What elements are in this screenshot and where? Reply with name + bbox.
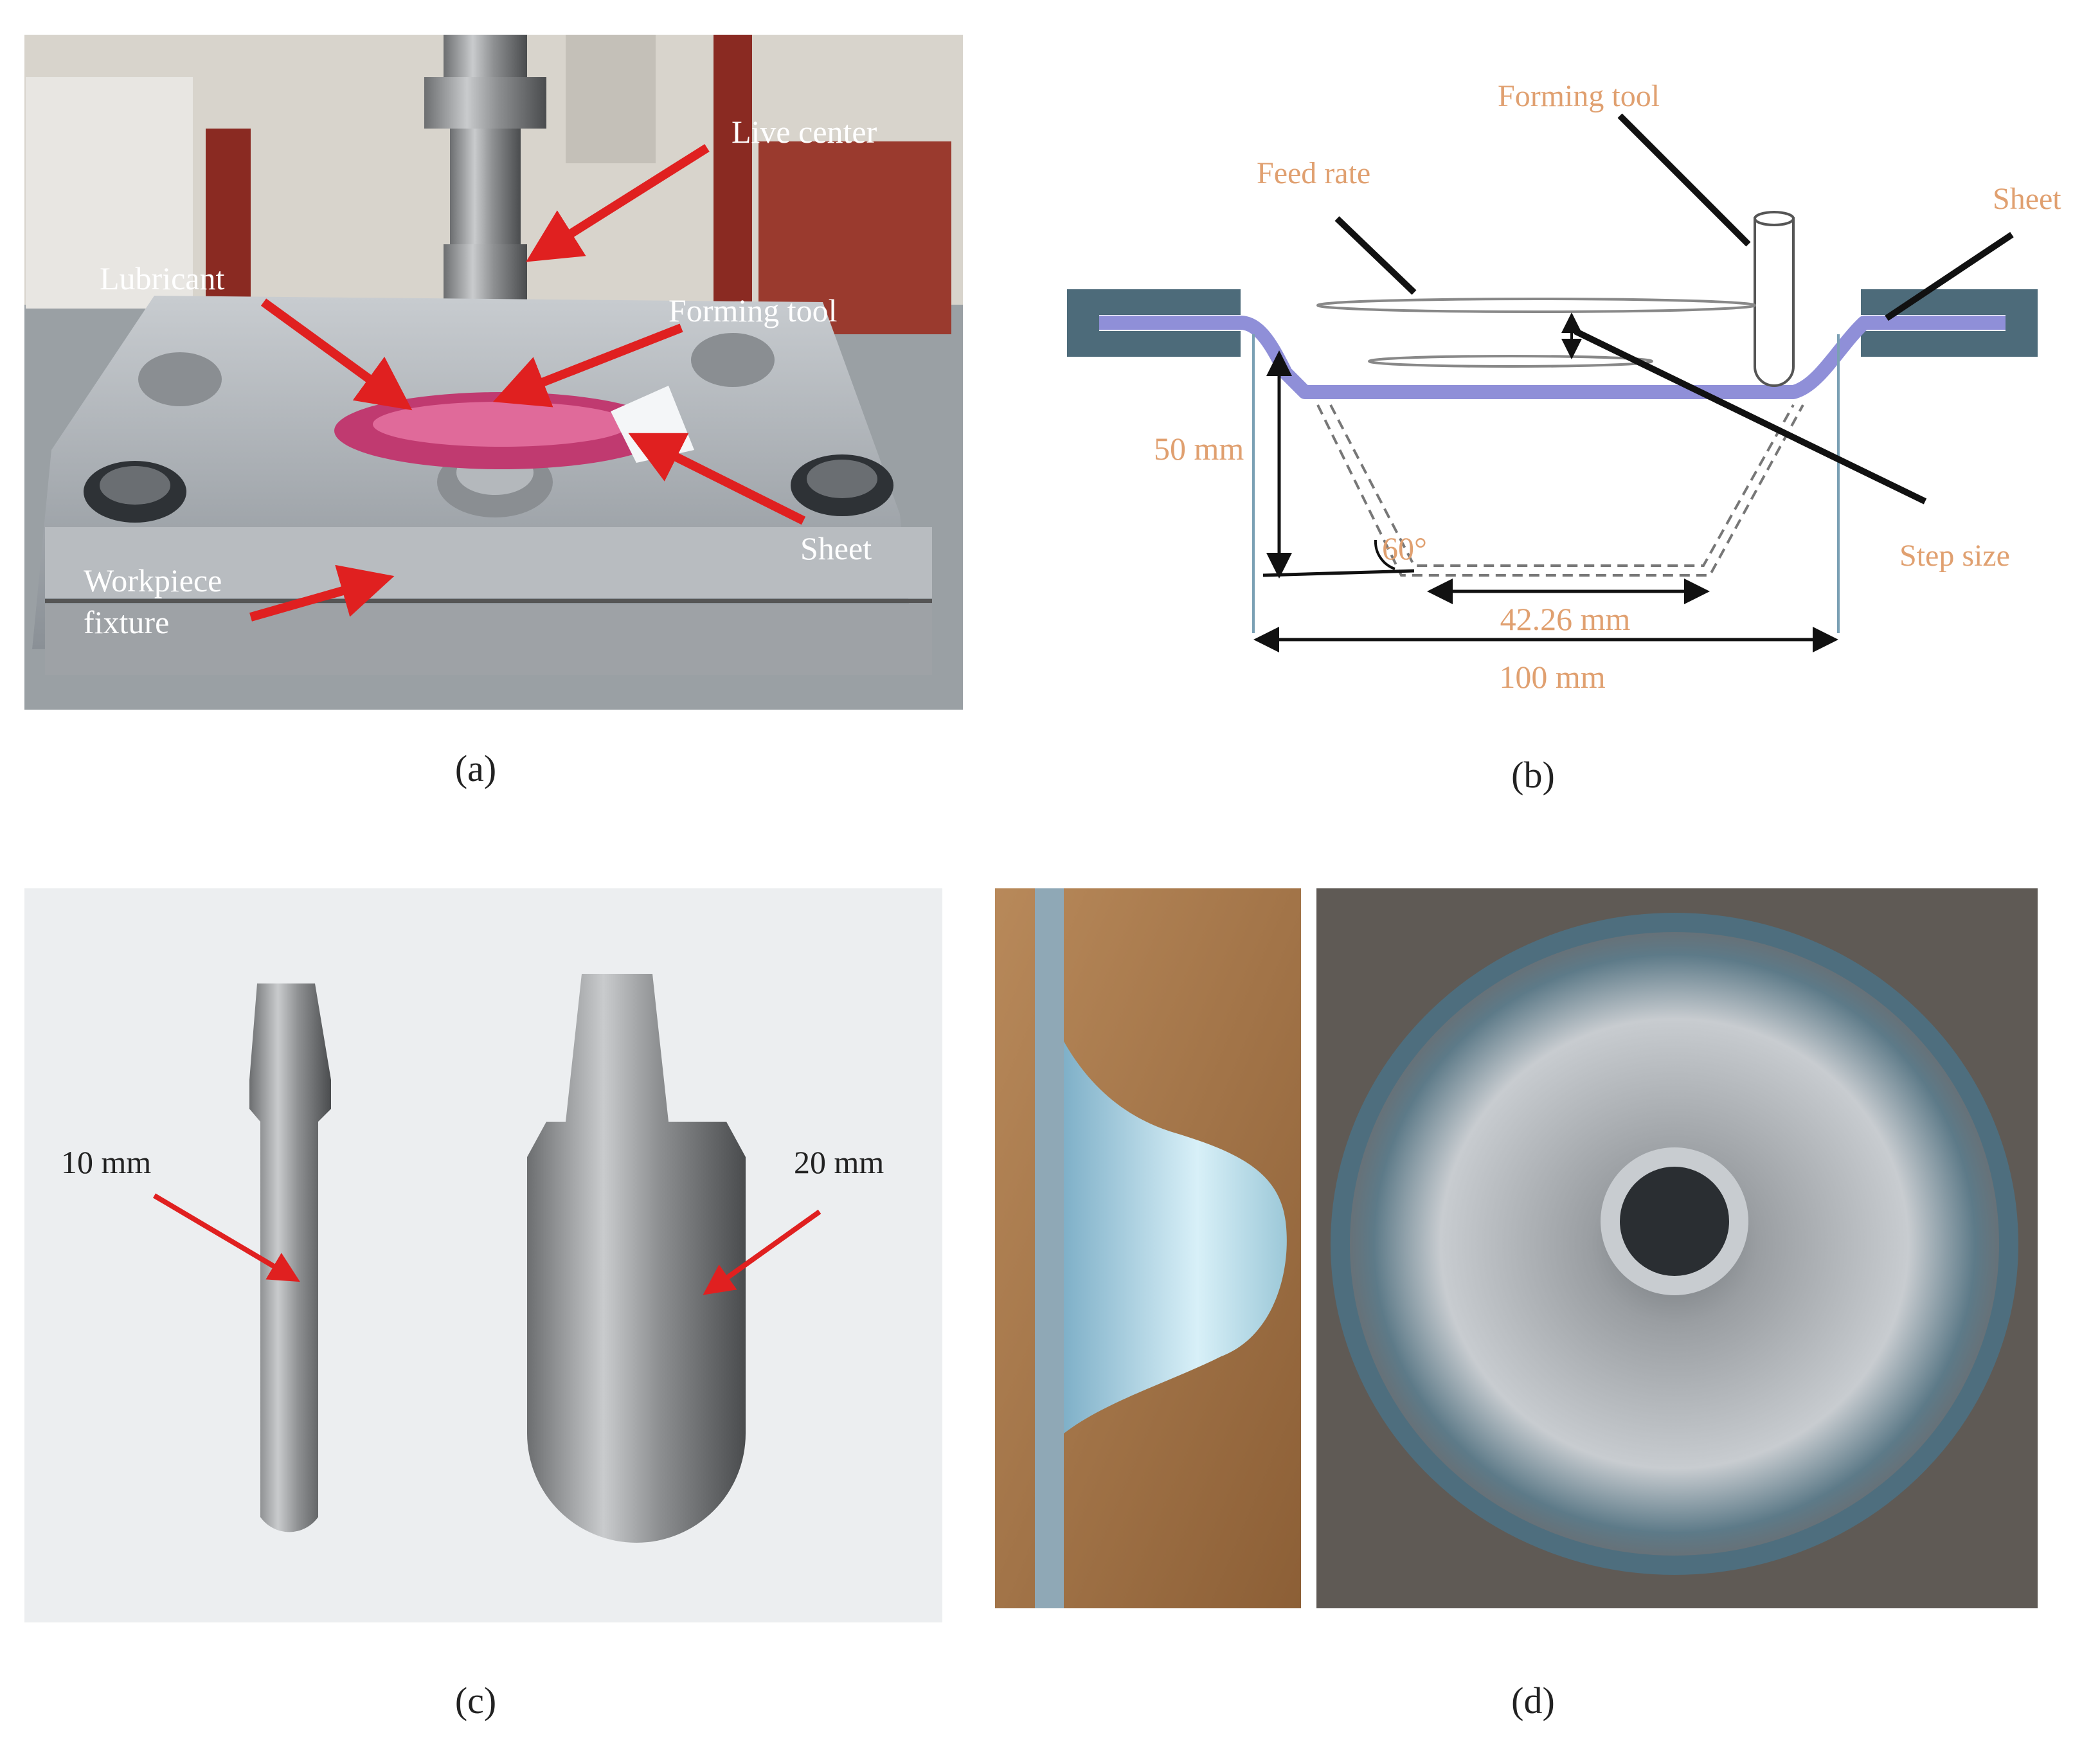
panel-d-side-photo (995, 888, 1301, 1608)
clamp-right-back (2006, 289, 2038, 357)
sheet-profile (1099, 316, 2006, 399)
label-b-step-size: Step size (1899, 539, 2010, 573)
panel-b-schematic (1067, 113, 2038, 652)
label-a-fixture: fixture (84, 604, 169, 640)
target-shape-dashed (1329, 404, 1795, 567)
leader-step-size (1573, 328, 1927, 505)
arrow-sheet (628, 433, 806, 525)
label-b-forming-tool: Forming tool (1498, 79, 1660, 113)
caption-c: (c) (455, 1680, 496, 1721)
panel-a-arrows (249, 144, 806, 622)
arrow-workpiece-fixture (249, 564, 395, 622)
panel-a-photo (24, 35, 963, 710)
leader-feed-rate (1334, 216, 1417, 295)
clamp-left-back (1067, 289, 1099, 357)
label-a-forming-tool: Forming tool (669, 292, 838, 328)
label-a-lubricant: Lubricant (100, 260, 224, 296)
forming-tool-shape (1754, 217, 1795, 387)
toolpath-lower (1368, 355, 1653, 368)
panel-c-photo (24, 888, 942, 1622)
label-c-tool-small: 10 mm (61, 1144, 151, 1180)
formed-cone-side (1064, 1041, 1287, 1433)
toolpath-upper (1316, 298, 1756, 313)
label-a-sheet: Sheet (800, 530, 872, 566)
label-b-total-width: 100 mm (1499, 659, 1605, 695)
caption-a: (a) (455, 748, 496, 789)
caption-b: (b) (1511, 754, 1555, 796)
panel-d-top-photo (1316, 888, 2038, 1608)
arrow-forming-tool (492, 323, 683, 408)
label-a-live-center: Live center (731, 114, 877, 150)
label-b-feed-rate: Feed rate (1257, 156, 1370, 190)
label-b-angle: 60° (1382, 530, 1427, 566)
label-a-workpiece: Workpiece (84, 562, 222, 598)
leader-sheet (1885, 231, 2014, 321)
arrow-lubricant (260, 298, 413, 411)
leader-forming-tool (1617, 113, 1751, 247)
label-b-sheet: Sheet (1993, 182, 2061, 216)
label-b-depth: 50 mm (1154, 431, 1244, 467)
caption-d: (d) (1511, 1680, 1555, 1721)
label-c-tool-large: 20 mm (794, 1144, 884, 1180)
arrow-live-center (526, 144, 710, 262)
tool-20mm (527, 974, 746, 1543)
label-b-bottom-width: 42.26 mm (1500, 601, 1631, 637)
